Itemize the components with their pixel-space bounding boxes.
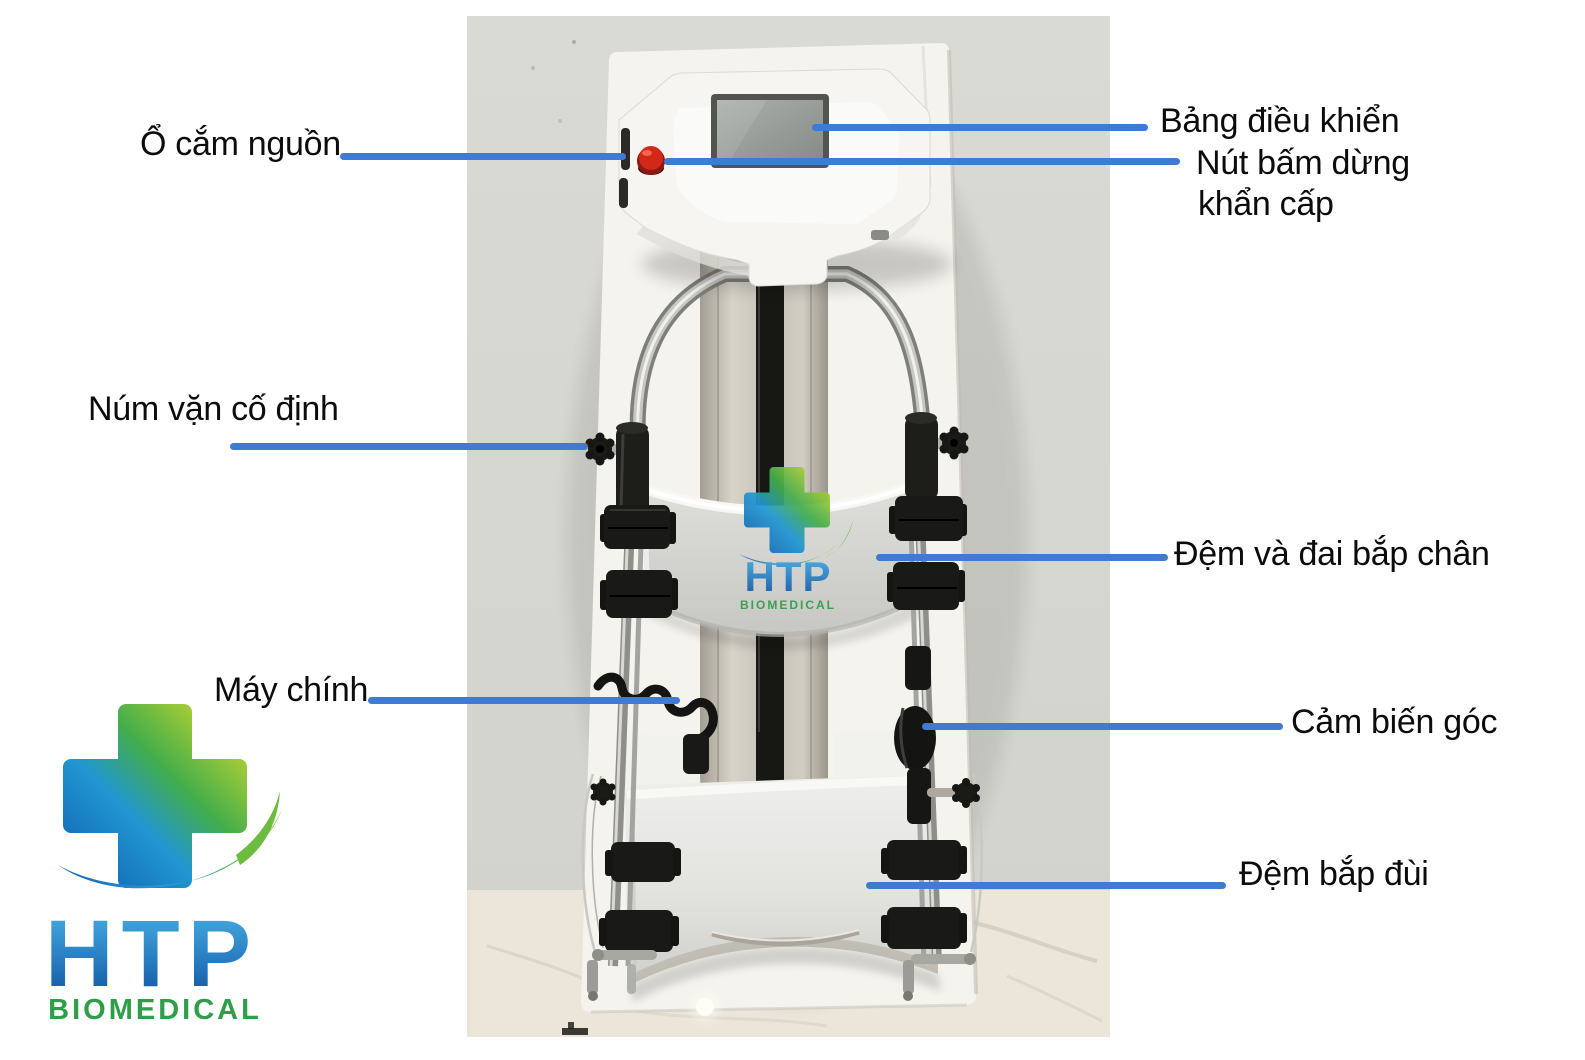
- right-clamp-upper: [889, 496, 967, 541]
- right-fixing-knob[interactable]: [935, 426, 969, 460]
- leader-fixing-knob: [230, 443, 588, 450]
- leader-main-unit: [368, 697, 680, 704]
- right-lower-knob[interactable]: [952, 778, 980, 808]
- right-clamp-lower: [887, 562, 965, 610]
- left-clamp-lower: [600, 570, 678, 618]
- label-main-unit: Máy chính: [214, 671, 369, 709]
- leader-control-panel: [812, 124, 1148, 131]
- device-photo: HTP BIOMEDICAL: [467, 16, 1110, 1037]
- watermark-logo: HTP BIOMEDICAL: [739, 467, 853, 612]
- label-angle-sensor: Cảm biến góc: [1291, 703, 1498, 741]
- left-clamp-upper: [600, 505, 676, 549]
- label-emergency-stop-line2: khẩn cấp: [1198, 185, 1334, 223]
- leader-emergency-stop: [664, 158, 1180, 165]
- power-socket-slot: [621, 128, 630, 170]
- thigh-pad: [617, 730, 941, 1002]
- label-power-socket: Ổ cắm nguồn: [140, 125, 341, 163]
- left-rod-assembly: [581, 422, 718, 1001]
- watermark-name: HTP: [745, 553, 832, 600]
- control-screen: [711, 94, 829, 168]
- company-logo: HTP BIOMEDICAL: [30, 693, 300, 1038]
- watermark-subtitle: BIOMEDICAL: [740, 598, 836, 612]
- label-thigh-pad: Đệm bắp đùi: [1239, 855, 1429, 893]
- leader-calf-pad: [876, 554, 1168, 561]
- logo-subtitle: BIOMEDICAL: [48, 994, 262, 1026]
- leader-thigh-pad: [866, 882, 1226, 889]
- left-fixing-knob[interactable]: [585, 432, 622, 466]
- logo-cross-icon: [58, 704, 282, 889]
- angle-sensor: [894, 646, 936, 824]
- label-calf-pad: Đệm và đai bắp chân: [1174, 535, 1490, 573]
- label-emergency-stop: Nút bấm dừng khẩn cấp: [1196, 143, 1410, 225]
- label-fixing-knob: Núm vặn cố định: [88, 390, 339, 428]
- leader-power-socket: [340, 153, 626, 160]
- left-lower-knob[interactable]: [590, 778, 616, 806]
- logo-name: HTP: [45, 901, 259, 1007]
- side-slot: [619, 178, 628, 208]
- leader-angle-sensor: [922, 723, 1283, 730]
- emergency-stop-button[interactable]: [637, 146, 665, 175]
- control-head: [618, 68, 952, 290]
- label-control-panel: Bảng điều khiển: [1160, 102, 1400, 140]
- label-emergency-stop-line1: Nút bấm dừng: [1196, 144, 1410, 182]
